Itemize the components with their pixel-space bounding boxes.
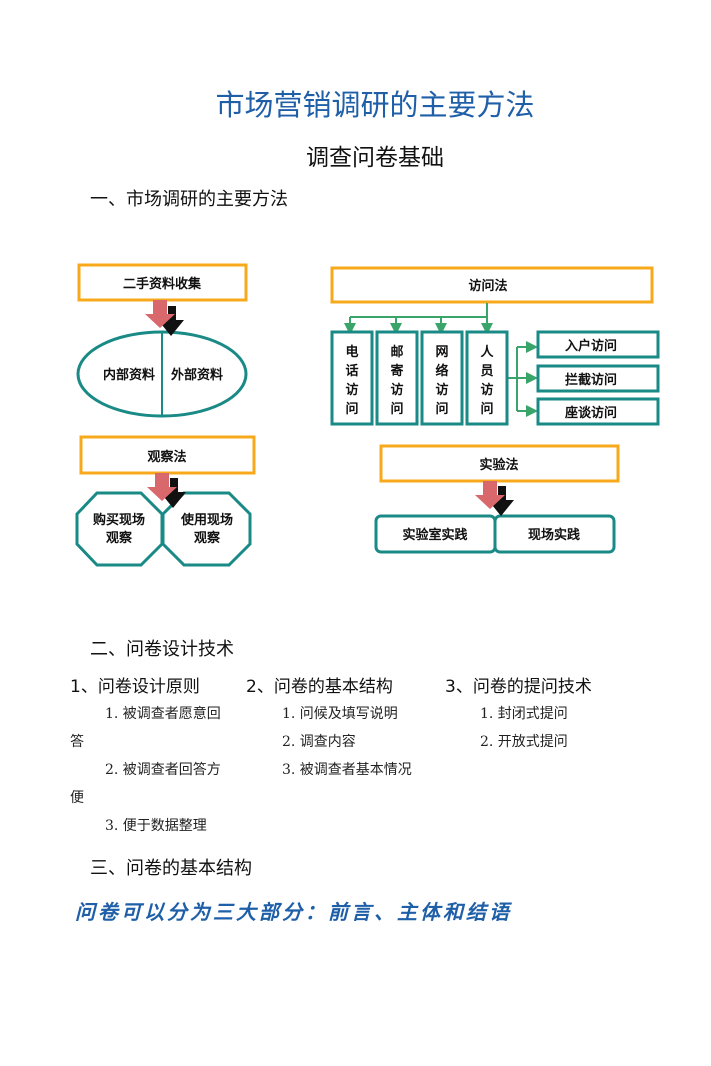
column-item: 1. 封闭式提问 — [480, 706, 568, 722]
experiment-box — [379, 444, 620, 483]
personal-interview-label: 拦截访问 — [565, 372, 617, 388]
down-arrow-icon — [145, 300, 184, 336]
interview-type-box — [375, 330, 419, 426]
interview-type-char: 寄 — [390, 363, 403, 379]
page-subtitle: 调查问卷基础 — [306, 145, 444, 171]
secondary-data-label: 二手资料收集 — [123, 276, 202, 292]
column-item: 3. 便于数据整理 — [105, 818, 207, 834]
personal-interview-label: 入户访问 — [565, 338, 617, 354]
personal-interview-box — [536, 364, 660, 393]
purchase-observation-octagon — [75, 491, 164, 567]
down-arrow-icon — [475, 481, 514, 516]
interview-type-char: 问 — [390, 401, 403, 417]
column-item: 1. 被调查者愿意回 — [105, 706, 221, 722]
interview-label: 访问法 — [468, 278, 507, 294]
down-arrow-icon — [147, 473, 186, 508]
field-practice-label: 现场实践 — [528, 527, 580, 543]
interview-type-char: 话 — [345, 363, 358, 379]
interview-type-char: 人 — [480, 344, 494, 360]
research-methods-diagram: 二手资料收集 内部资料 外部资料 观察法 购买现场 观察 使用现场 观察 访问法… — [75, 263, 660, 567]
purchase-observation-line1: 购买现场 — [93, 512, 145, 528]
column-item: 答 — [70, 734, 84, 750]
interview-type-box — [465, 330, 509, 426]
usage-observation-octagon — [161, 491, 252, 567]
column-item: 便 — [70, 790, 84, 806]
interview-type-char: 邮 — [390, 344, 403, 360]
observation-label: 观察法 — [147, 449, 186, 465]
interview-type-char: 电 — [345, 344, 358, 360]
personal-interview-box — [536, 330, 660, 359]
interview-box — [330, 266, 654, 304]
column-item: 3. 被调查者基本情况 — [282, 762, 412, 778]
interview-type-char: 访 — [390, 382, 403, 398]
interview-type-char: 络 — [435, 363, 448, 379]
interview-type-box — [330, 330, 374, 426]
purchase-observation-line2: 观察 — [106, 530, 133, 546]
interview-type-char: 访 — [345, 382, 358, 398]
external-data-label: 外部资料 — [170, 367, 223, 383]
column-item: 2. 被调查者回答方 — [105, 762, 221, 778]
summary-text: 问卷可以分为三大部分：前言、主体和结语 — [75, 900, 512, 924]
column-item: 2. 调查内容 — [282, 734, 356, 750]
field-practice-box — [493, 514, 616, 554]
experiment-label: 实验法 — [479, 457, 518, 473]
interview-type-box — [420, 330, 464, 426]
column-heading: 3、问卷的提问技术 — [445, 677, 592, 697]
section-heading-2: 二、问卷设计技术 — [90, 639, 234, 660]
interview-type-char: 访 — [480, 382, 493, 398]
interview-type-char: 问 — [345, 401, 358, 417]
interview-type-char: 员 — [480, 364, 493, 379]
usage-observation-line1: 使用现场 — [180, 512, 233, 528]
section-heading-3: 三、问卷的基本结构 — [90, 858, 252, 879]
interview-type-char: 问 — [480, 401, 493, 417]
page-title: 市场营销调研的主要方法 — [215, 88, 535, 122]
section-heading-1: 一、市场调研的主要方法 — [90, 189, 288, 210]
interview-connectors — [344, 303, 538, 417]
internal-data-label: 内部资料 — [103, 367, 155, 383]
interview-type-char: 网 — [435, 345, 448, 360]
column-heading: 1、问卷设计原则 — [70, 677, 200, 697]
personal-interview-box — [536, 397, 660, 426]
interview-type-char: 问 — [435, 401, 448, 417]
column-item: 2. 开放式提问 — [480, 734, 568, 750]
column-item: 1. 问候及填写说明 — [282, 706, 398, 722]
interview-type-char: 访 — [435, 382, 448, 398]
usage-observation-line2: 观察 — [194, 530, 221, 546]
personal-interview-label: 座谈访问 — [564, 405, 617, 421]
column-heading: 2、问卷的基本结构 — [246, 677, 393, 697]
lab-practice-label: 实验室实践 — [402, 527, 467, 543]
